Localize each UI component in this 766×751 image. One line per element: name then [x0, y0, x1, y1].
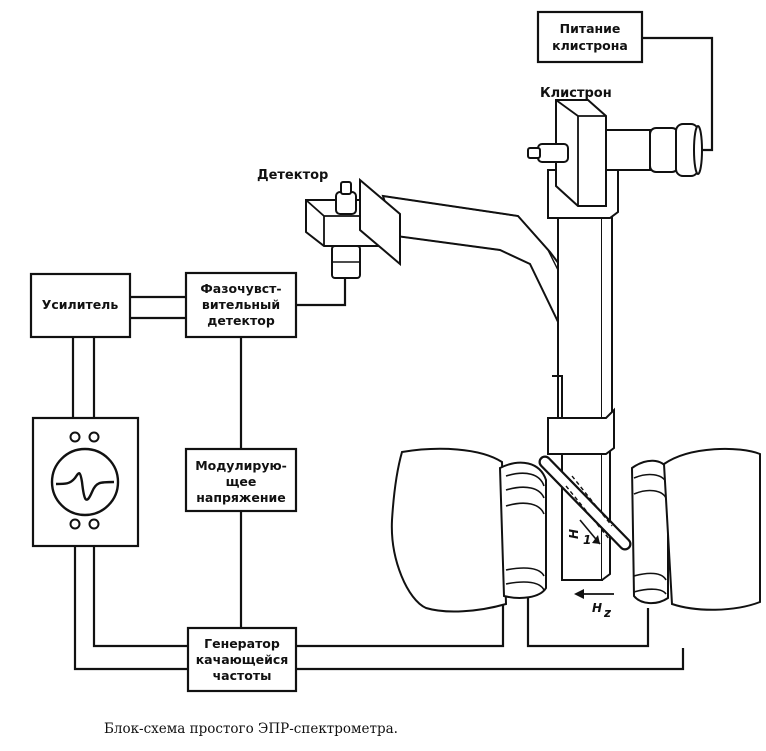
- power-supply-block: Питание клистрона: [536, 10, 644, 64]
- wire-gen-coil-right: [296, 648, 685, 671]
- power-label-2: клистрона: [552, 38, 628, 53]
- waveguide: [381, 159, 632, 581]
- right-coil: [630, 459, 669, 604]
- phase-detector-block: Фазочувст- вительный детектор: [184, 271, 298, 339]
- detector-mount: [305, 177, 401, 279]
- generator-label-2: качающейся: [196, 652, 289, 667]
- absorption-derivative-trace: [55, 472, 115, 501]
- right-pole-piece: [662, 447, 761, 611]
- h1-arrow: [592, 535, 600, 544]
- hz-arrow: [574, 589, 584, 599]
- modulation-label-1: Модулирую-: [195, 458, 287, 473]
- hz-letter: H: [592, 601, 602, 615]
- hz-vector-label: H z: [592, 601, 612, 620]
- scope-terminal: [88, 518, 100, 530]
- modulation-label-3: напряжение: [196, 490, 285, 505]
- amplifier-block: Усилитель: [29, 272, 132, 339]
- magnet: [390, 447, 761, 613]
- h1-vector-label: H 1: [567, 529, 591, 547]
- detector-label: Детектор: [257, 168, 328, 183]
- wire-pd-detector: [296, 278, 347, 307]
- modulation-label-2: щее: [226, 474, 257, 489]
- klystron: [527, 99, 703, 207]
- power-label-1: Питание: [560, 21, 621, 36]
- scope-terminal: [69, 431, 81, 443]
- wire-power-klystron: [642, 36, 714, 152]
- figure-caption: Блок-схема простого ЭПР-спектрометра.: [104, 721, 398, 737]
- generator-block: Генератор качающейся частоты: [186, 626, 298, 693]
- h1-subscript: 1: [583, 533, 591, 547]
- scope-terminal: [88, 431, 100, 443]
- phase-detector-label-3: детектор: [207, 313, 275, 328]
- oscilloscope: [31, 416, 140, 548]
- wire-scope-gen-2: [92, 528, 188, 648]
- scope-screen: [50, 447, 120, 517]
- left-pole-piece: [390, 447, 508, 613]
- amplifier-label: Усилитель: [42, 297, 119, 312]
- wire-coil-link: [526, 595, 650, 648]
- lower-flange: [547, 407, 615, 455]
- left-coil: [498, 461, 547, 599]
- modulation-block: Модулирую- щее напряжение: [184, 447, 298, 513]
- h1-letter: H: [567, 529, 581, 539]
- wire-scope-gen-1: [73, 528, 188, 671]
- wiring: [71, 36, 714, 671]
- phase-detector-label-1: Фазочувст-: [200, 281, 281, 296]
- generator-label-3: частоты: [213, 668, 272, 683]
- h1-field-lines: [565, 475, 613, 541]
- wire-gen-coil-left: [296, 595, 505, 648]
- generator-label-1: Генератор: [204, 636, 280, 651]
- klystron-label: Клистрон: [540, 86, 612, 101]
- phase-detector-label-2: вительный: [202, 297, 280, 312]
- scope-terminal: [69, 518, 81, 530]
- hz-subscript: z: [603, 606, 612, 620]
- detector-flange: [359, 177, 401, 267]
